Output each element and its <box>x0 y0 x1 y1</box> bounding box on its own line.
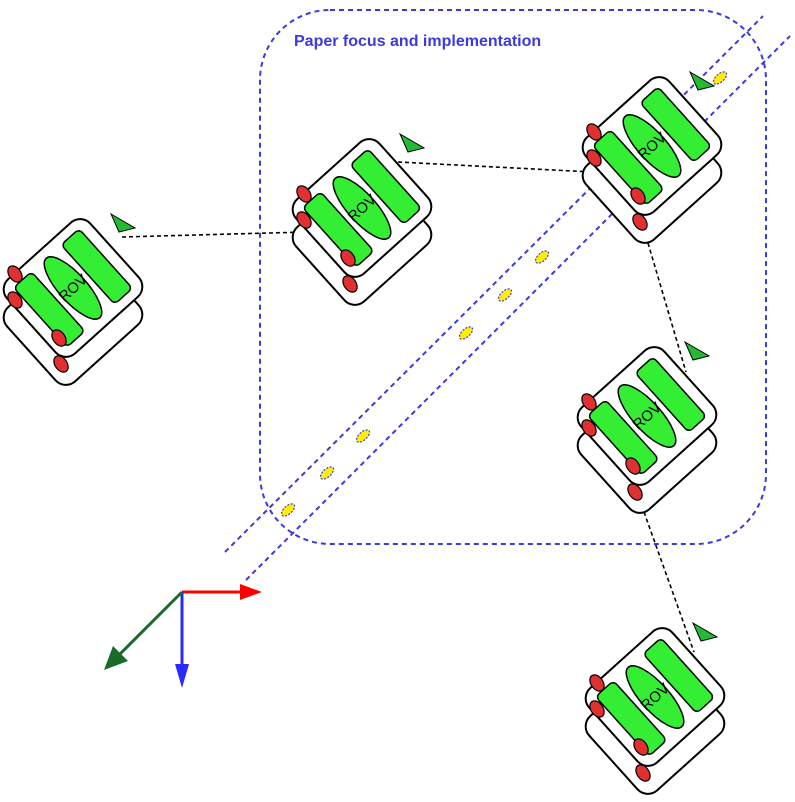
pipeline-boundary-lower <box>245 35 791 581</box>
rov-1: ROV <box>0 212 150 392</box>
y-axis-arrow <box>116 590 184 658</box>
link-rov4-rov5 <box>643 511 695 653</box>
pipeline-marker-icon <box>353 427 373 445</box>
x-axis-arrowhead <box>240 584 262 600</box>
focus-region-boundary <box>259 9 767 545</box>
pipeline-marker-icon <box>710 69 730 87</box>
coordinate-axes-icon <box>104 584 262 688</box>
rov-vehicle-icon <box>0 212 150 392</box>
pipeline-marker-icon <box>456 324 476 342</box>
rov-vehicle-icon <box>570 340 724 520</box>
link-rov3-rov4 <box>647 242 687 373</box>
pipeline-marker-icon <box>532 248 552 266</box>
rov-5: ROV <box>578 621 732 801</box>
z-axis-arrowhead <box>175 664 189 688</box>
rov-2: ROV <box>285 132 439 312</box>
rov-vehicle-icon <box>575 70 729 250</box>
focus-region-label: Paper focus and implementation <box>294 33 541 50</box>
link-rov1-rov2 <box>121 231 307 238</box>
y-axis-arrowhead <box>104 646 128 670</box>
rov-links <box>121 161 695 653</box>
rov-3: ROV <box>575 70 729 250</box>
rov-vehicle-icon <box>285 132 439 312</box>
rov-4: ROV <box>570 340 724 520</box>
pipeline-marker-icon <box>495 286 515 304</box>
pipeline-marker-icon <box>317 464 337 482</box>
link-rov2-rov3 <box>397 161 593 173</box>
pipeline-marker-icon <box>278 501 298 519</box>
rov-vehicle-icon <box>578 621 732 801</box>
